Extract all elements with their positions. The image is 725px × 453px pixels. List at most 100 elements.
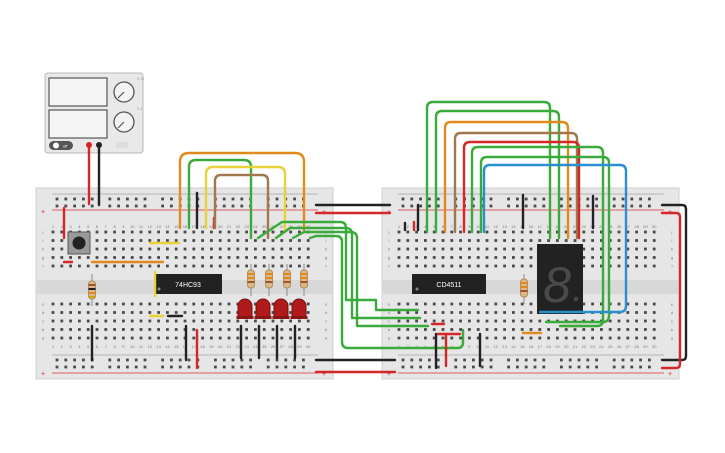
breadboard-hole[interactable] [494, 264, 498, 268]
breadboard-hole[interactable] [652, 230, 656, 234]
breadboard-hole[interactable] [644, 336, 647, 340]
breadboard-hole[interactable] [183, 302, 187, 306]
rail-hole[interactable] [143, 204, 147, 208]
breadboard-hole[interactable] [415, 328, 418, 331]
breadboard-hole[interactable] [122, 336, 125, 340]
breadboard-hole[interactable] [468, 239, 471, 242]
breadboard-hole[interactable] [192, 247, 196, 251]
rail-hole[interactable] [231, 204, 235, 208]
breadboard-hole[interactable] [69, 264, 72, 268]
breadboard-hole[interactable] [183, 256, 187, 259]
breadboard-hole[interactable] [218, 336, 222, 340]
breadboard-hole[interactable] [503, 336, 506, 340]
breadboard-hole[interactable] [459, 239, 462, 242]
breadboard-hole[interactable] [192, 328, 196, 331]
rail-hole[interactable] [516, 197, 519, 201]
breadboard-hole[interactable] [51, 311, 55, 314]
breadboard-hole[interactable] [254, 311, 257, 314]
breadboard-hole[interactable] [406, 264, 410, 268]
breadboard-hole[interactable] [476, 302, 480, 306]
breadboard-hole[interactable] [397, 319, 401, 323]
breadboard-hole[interactable] [130, 328, 134, 331]
breadboard-hole[interactable] [210, 230, 213, 234]
breadboard-hole[interactable] [60, 336, 64, 340]
breadboard-hole[interactable] [529, 302, 533, 306]
breadboard-hole[interactable] [573, 230, 577, 234]
breadboard-hole[interactable] [520, 256, 524, 259]
breadboard-hole[interactable] [69, 336, 72, 340]
breadboard-hole[interactable] [210, 264, 213, 268]
rail-hole[interactable] [275, 365, 279, 369]
breadboard-hole[interactable] [104, 230, 108, 234]
breadboard-hole[interactable] [113, 256, 116, 259]
rail-hole[interactable] [472, 365, 475, 369]
breadboard-hole[interactable] [520, 302, 524, 306]
breadboard-hole[interactable] [476, 336, 480, 340]
breadboard-hole[interactable] [139, 311, 143, 314]
breadboard-hole[interactable] [520, 230, 524, 234]
breadboard-hole[interactable] [397, 264, 401, 268]
breadboard-hole[interactable] [139, 319, 143, 323]
breadboard-hole[interactable] [192, 302, 196, 306]
rail-hole[interactable] [73, 365, 76, 369]
breadboard-hole[interactable] [503, 247, 506, 251]
breadboard-hole[interactable] [298, 230, 301, 234]
breadboard-hole[interactable] [512, 247, 515, 251]
breadboard-hole[interactable] [397, 230, 401, 234]
breadboard-hole[interactable] [424, 302, 427, 306]
rail-hole[interactable] [577, 365, 581, 369]
rail-hole[interactable] [240, 204, 244, 208]
breadboard-hole[interactable] [104, 256, 108, 259]
breadboard-hole[interactable] [485, 311, 489, 314]
breadboard-hole[interactable] [86, 319, 90, 323]
breadboard-hole[interactable] [406, 336, 410, 340]
breadboard-hole[interactable] [245, 328, 248, 331]
breadboard-hole[interactable] [441, 336, 445, 340]
breadboard-hole[interactable] [468, 302, 471, 306]
breadboard-hole[interactable] [644, 311, 647, 314]
breadboard-hole[interactable] [441, 256, 445, 259]
rail-hole[interactable] [560, 197, 563, 201]
breadboard-hole[interactable] [298, 239, 301, 242]
breadboard-hole[interactable] [95, 302, 99, 306]
breadboard-hole[interactable] [600, 256, 603, 259]
breadboard-hole[interactable] [298, 328, 301, 331]
rail-hole[interactable] [240, 365, 244, 369]
breadboard-hole[interactable] [494, 319, 498, 323]
breadboard-hole[interactable] [626, 247, 630, 251]
breadboard-hole[interactable] [201, 247, 204, 251]
rail-hole[interactable] [82, 197, 85, 201]
breadboard-hole[interactable] [122, 247, 125, 251]
breadboard-hole[interactable] [236, 319, 240, 323]
rail-hole[interactable] [568, 197, 572, 201]
breadboard-hole[interactable] [547, 230, 550, 234]
breadboard-hole[interactable] [86, 264, 90, 268]
breadboard-hole[interactable] [262, 319, 266, 323]
breadboard-hole[interactable] [459, 302, 462, 306]
breadboard-hole[interactable] [130, 264, 134, 268]
rail-hole[interactable] [410, 197, 414, 201]
breadboard-hole[interactable] [157, 336, 160, 340]
breadboard-hole[interactable] [556, 239, 559, 242]
breadboard-hole[interactable] [254, 239, 257, 242]
breadboard-hole[interactable] [104, 328, 108, 331]
breadboard-hole[interactable] [441, 311, 445, 314]
breadboard-hole[interactable] [183, 239, 187, 242]
rail-hole[interactable] [55, 204, 59, 208]
breadboard-hole[interactable] [635, 256, 638, 259]
breadboard-hole[interactable] [644, 230, 647, 234]
breadboard-hole[interactable] [424, 247, 427, 251]
breadboard-hole[interactable] [441, 319, 445, 323]
breadboard-hole[interactable] [512, 239, 515, 242]
breadboard-hole[interactable] [262, 230, 266, 234]
breadboard-hole[interactable] [617, 264, 621, 268]
breadboard-hole[interactable] [306, 302, 310, 306]
rail-hole[interactable] [401, 197, 405, 201]
rail-hole[interactable] [410, 365, 414, 369]
rail-hole[interactable] [472, 204, 475, 208]
breadboard-hole[interactable] [424, 336, 427, 340]
breadboard-hole[interactable] [306, 336, 310, 340]
breadboard-hole[interactable] [236, 328, 240, 331]
breadboard-hole[interactable] [201, 328, 204, 331]
breadboard-hole[interactable] [556, 328, 559, 331]
